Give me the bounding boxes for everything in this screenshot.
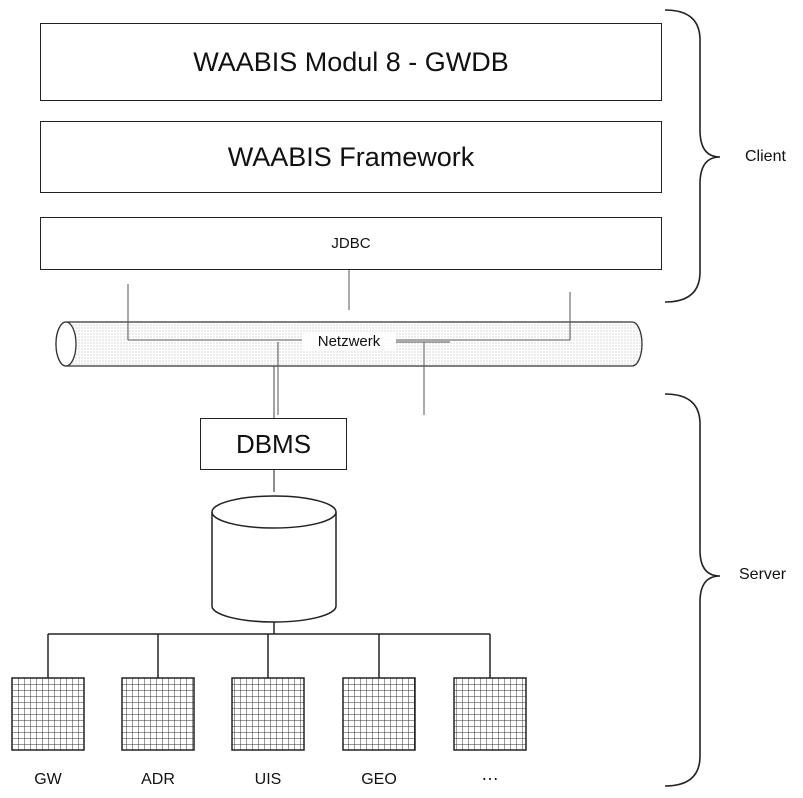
server-brace	[664, 393, 721, 787]
framework-label: WAABIS Framework	[227, 141, 475, 172]
client-connectors	[127, 270, 571, 415]
module-label: WAABIS Modul 8 - GWDB	[193, 46, 509, 77]
dbms-label: DBMS	[235, 428, 312, 459]
dbms-box: DBMS	[200, 418, 347, 470]
table-tree	[47, 622, 491, 678]
client-label: Client	[745, 148, 786, 165]
framework-layer: WAABIS Framework	[40, 121, 662, 193]
jdbc-label: JDBC	[331, 235, 371, 252]
table-label: …	[481, 764, 499, 784]
table-adr-grid	[121, 677, 195, 751]
table-label: ADR	[141, 771, 175, 788]
table-uis-grid	[231, 677, 305, 751]
table-label: UIS	[254, 771, 282, 788]
table-label: GEO	[361, 771, 397, 788]
module-layer: WAABIS Modul 8 - GWDB	[40, 23, 662, 101]
client-brace	[664, 9, 721, 303]
table-more-grid	[453, 677, 527, 751]
table-geo-grid	[342, 677, 416, 751]
network-label: Netzwerk	[302, 333, 396, 350]
server-label: Server	[739, 566, 787, 583]
database-cylinder	[211, 495, 337, 623]
jdbc-layer: JDBC	[40, 217, 662, 270]
table-gw-grid	[11, 677, 85, 751]
table-label: GW	[34, 771, 62, 788]
